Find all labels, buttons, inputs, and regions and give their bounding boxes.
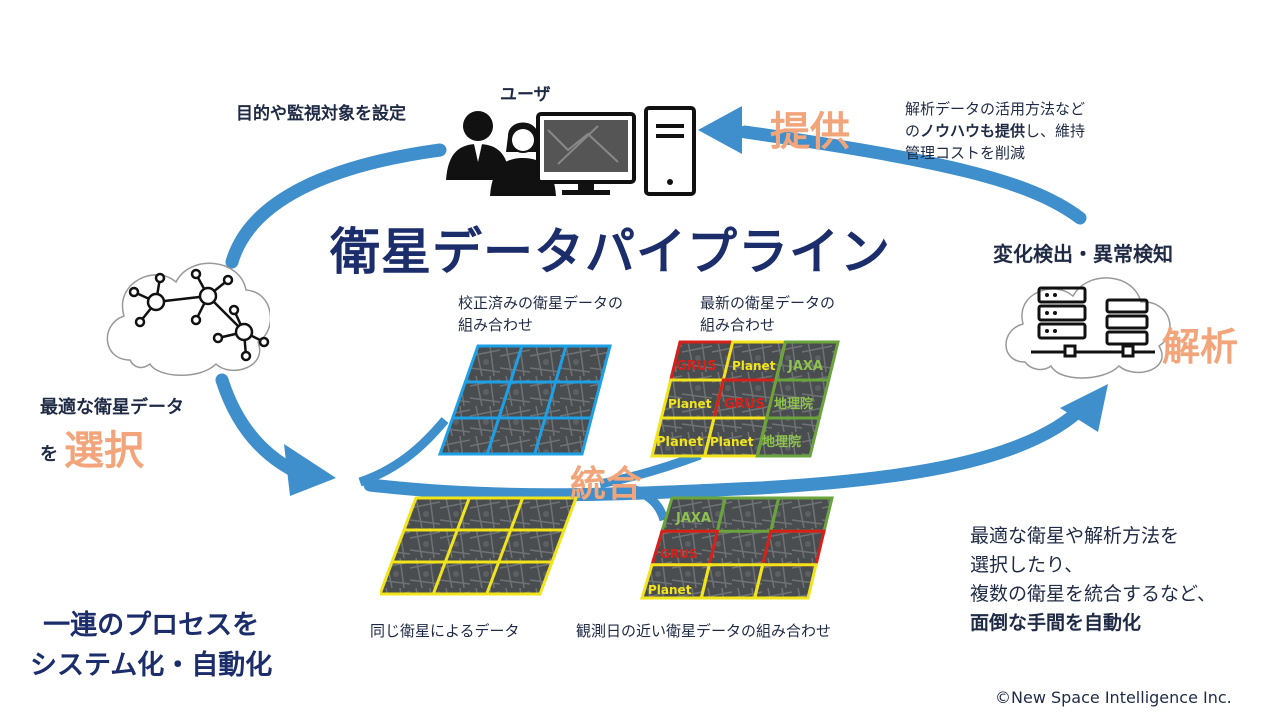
provide-note-line2-post: し、維持 (1025, 122, 1086, 140)
pc-tower-icon (644, 106, 696, 196)
grid-label-grus: GRUS (676, 359, 717, 374)
calibrated-caption-line1: 校正済みの衛星データの (458, 294, 624, 312)
latest-caption: 最新の衛星データの 組み合わせ (700, 292, 835, 336)
calibrated-caption: 校正済みの衛星データの 組み合わせ (458, 292, 623, 336)
flow-arc-left (225, 143, 447, 269)
grid-label-planet: Planet (668, 397, 712, 411)
monitor-icon (536, 112, 636, 195)
selection-word: 選択 (64, 428, 144, 474)
pipeline-title: 衛星データパイプライン (330, 223, 891, 281)
provide-word: 提供 (770, 109, 850, 155)
grid-label-planet: Planet (656, 435, 703, 450)
user-workstation-illustration (446, 106, 696, 196)
satellite-grids: GRUS Planet JAXA Planet GRUS 地理院 Planet … (380, 340, 840, 600)
flow-arc-bottom (363, 398, 1092, 502)
grid-label-grus: GRUS (660, 547, 697, 561)
same-satellite-caption: 同じ衛星によるデータ (370, 622, 520, 640)
process-line1: 一連のプロセスを (43, 610, 260, 641)
flow-arrowhead-top (698, 106, 742, 154)
copyright-text: ©New Space Intelligence Inc. (995, 688, 1232, 707)
automation-note-line1: 最適な衛星や解析方法を (970, 525, 1180, 547)
flow-arrowhead-right (1060, 384, 1108, 432)
person-man-icon (446, 111, 510, 180)
automation-note-line4: 面倒な手間を自動化 (970, 612, 1142, 634)
latest-caption-line1: 最新の衛星データの (700, 294, 836, 312)
provide-note-line1: 解析データの活用方法など (905, 100, 1086, 118)
cloud-shape (106, 262, 270, 376)
network-graph-icon (128, 268, 270, 362)
automation-note-line2: 選択したり、 (970, 554, 1084, 576)
latest-caption-line2: 組み合わせ (700, 316, 776, 334)
grid-label-gsi: 地理院 (774, 396, 813, 412)
grid-calibrated (437, 344, 612, 456)
automation-note-line3: 複数の衛星を統合するなど、 (970, 583, 1217, 605)
user-setup-text: 目的や監視対象を設定 (236, 104, 406, 124)
flow-arc-right (738, 125, 1087, 225)
provide-note-line3: 管理コストを削減 (905, 144, 1026, 162)
grid-same-satellite (380, 496, 579, 596)
grid-label-grus: GRUS (724, 397, 765, 412)
flow-arrowhead-left (284, 444, 336, 496)
provide-note: 解析データの活用方法など のノウハウも提供し、維持 管理コストを削減 (905, 98, 1085, 164)
grid-close-dates: JAXA GRUS Planet (639, 496, 834, 600)
user-label: ユーザ (500, 85, 551, 105)
grid-label-gsi: 地理院 (762, 434, 801, 450)
flow-merge-right (599, 450, 702, 489)
automation-note: 最適な衛星や解析方法を 選択したり、 複数の衛星を統合するなど、 面倒な手間を自… (970, 522, 1216, 638)
analysis-word: 解析 (1162, 325, 1239, 369)
grid-latest: GRUS Planet JAXA Planet GRUS 地理院 Planet … (650, 340, 840, 458)
analysis-heading: 変化検出・異常検知 (993, 242, 1173, 266)
selection-line1: 最適な衛星データ (40, 397, 184, 418)
person-woman-icon (490, 122, 556, 196)
selection-prefix: を (40, 444, 58, 465)
grid-label-jaxa: JAXA (675, 511, 711, 526)
grid-label-planet: Planet (710, 435, 754, 449)
analysis-cloud (1005, 277, 1171, 379)
selection-cloud (106, 262, 270, 376)
flow-merge-left (358, 417, 449, 487)
process-statement: 一連のプロセスを システム化・自動化 (30, 606, 272, 686)
integrate-word: 統合 (570, 464, 643, 505)
server-icon (1031, 286, 1155, 358)
close-dates-caption: 観測日の近い衛星データの組み合わせ (576, 622, 832, 640)
provide-note-line2: のノウハウも提供し、維持 (905, 120, 1085, 142)
grid-label-planet: Planet (648, 583, 692, 597)
provide-note-emphasis: ノウハウも提供 (920, 122, 1026, 140)
grid-label-planet: Planet (732, 359, 776, 373)
flow-merge-bottom (628, 483, 669, 522)
process-line2: システム化・自動化 (30, 650, 273, 681)
calibrated-caption-line2: 組み合わせ (458, 316, 534, 334)
provide-note-line2-pre: の (905, 122, 921, 140)
grid-label-jaxa: JAXA (787, 359, 823, 374)
